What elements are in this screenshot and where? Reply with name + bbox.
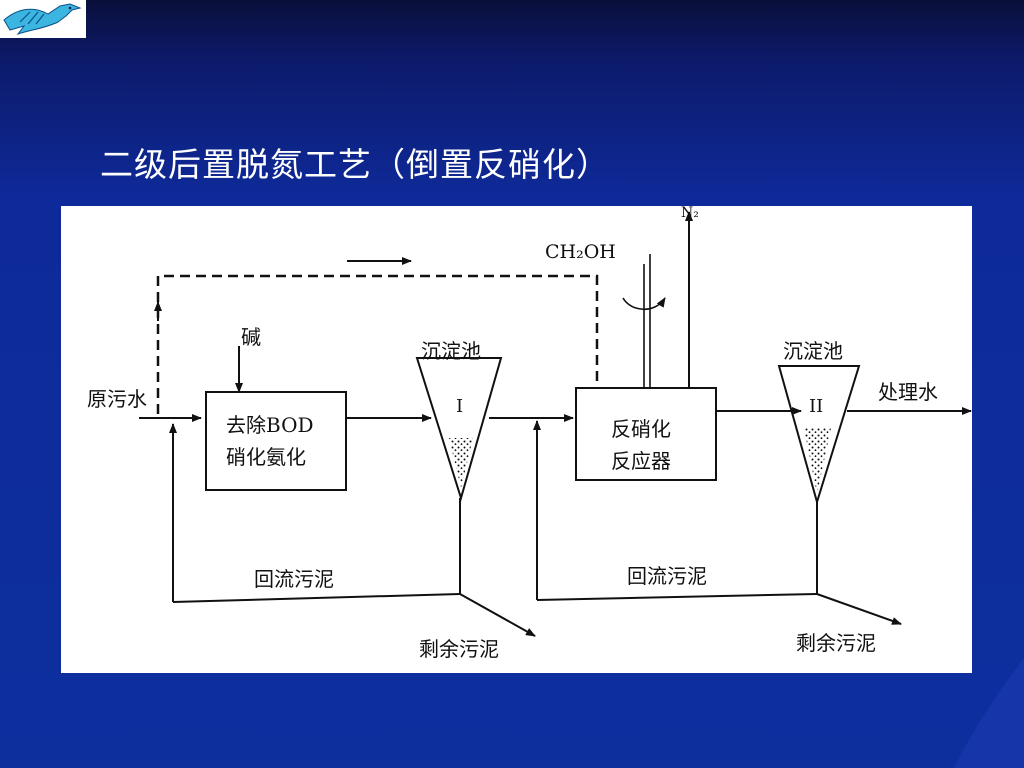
clarifier-1-label: 沉淀池 <box>421 339 481 363</box>
return-sludge-loop-2 <box>533 420 902 625</box>
reactor-1-box <box>205 391 347 491</box>
clarifier-2-shape <box>777 365 861 506</box>
effluent-label: 处理水 <box>878 380 938 404</box>
decorative-swoosh <box>954 658 1024 768</box>
logo <box>0 0 86 38</box>
return-sludge-2-label: 回流污泥 <box>627 564 707 588</box>
process-diagram: 原污水 碱 去除BOD 硝化氨化 沉淀池 I CH₂OH N₂ 反硝化 反应器 … <box>61 206 972 673</box>
clarifier-2-label: 沉淀池 <box>783 339 843 363</box>
excess-sludge-2-label: 剩余污泥 <box>796 631 876 655</box>
clarifier-1-numeral: I <box>456 396 463 417</box>
bypass-dashed-line <box>154 257 599 414</box>
return-sludge-1-label: 回流污泥 <box>254 567 334 591</box>
clarifier-1-shape <box>415 357 503 502</box>
clarifier-2-sludge <box>804 428 831 494</box>
excess-sludge-1-label: 剩余污泥 <box>419 637 499 661</box>
methanol-line <box>622 254 666 388</box>
page-title: 二级后置脱氮工艺（倒置反硝化） <box>100 145 610 184</box>
reactor-1-line-1: 去除BOD <box>226 413 314 437</box>
clarifier-1-sludge <box>449 438 473 488</box>
clarifier-2-numeral: II <box>809 396 823 417</box>
alkali-label: 碱 <box>241 325 261 349</box>
methanol-label: CH₂OH <box>545 241 616 263</box>
reactor-1-line-2: 硝化氨化 <box>226 445 306 469</box>
reactor-2-box <box>575 387 717 481</box>
nitrogen-label: N₂ <box>681 206 699 221</box>
bird-logo-icon <box>3 3 82 35</box>
reactor-2-line-2: 反应器 <box>611 449 671 473</box>
influent-label: 原污水 <box>87 387 147 411</box>
return-sludge-loop-1 <box>169 423 536 637</box>
reactor-2-line-1: 反硝化 <box>611 417 671 441</box>
